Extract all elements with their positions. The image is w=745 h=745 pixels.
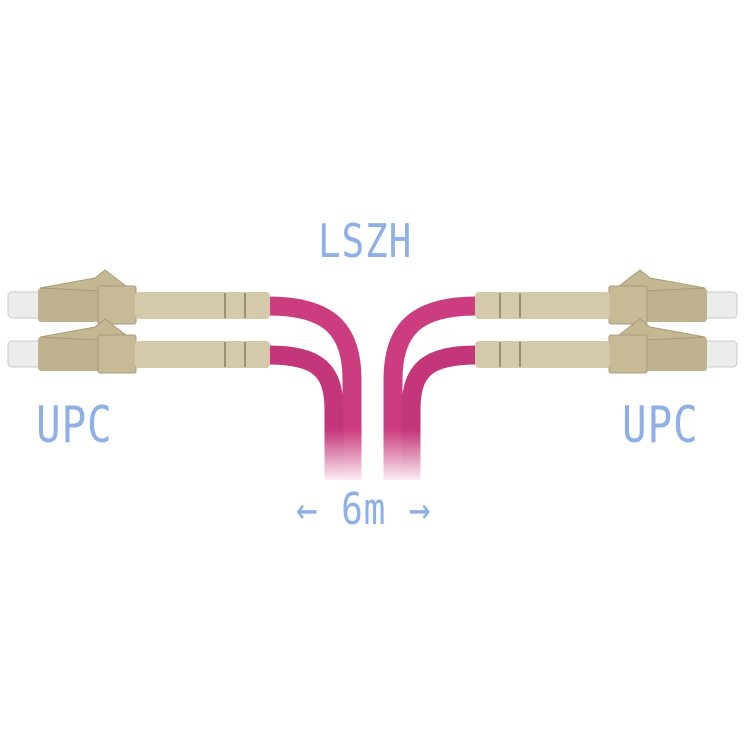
jacket-label: LSZH: [318, 214, 413, 268]
right-polish-label: UPC: [622, 396, 699, 454]
length-label: ← 6m →: [296, 484, 432, 535]
left-polish-label: UPC: [36, 396, 113, 454]
